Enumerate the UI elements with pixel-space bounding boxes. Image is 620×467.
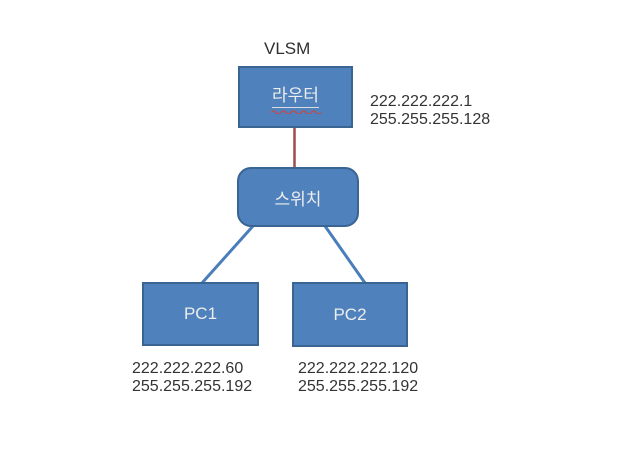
pc1-ip-annotation: 222.222.222.60 255.255.255.192 xyxy=(132,360,252,396)
switch-label: 스위치 xyxy=(274,189,322,209)
router-label: 라우터 xyxy=(272,81,319,108)
diagram-title: VLSM xyxy=(264,39,311,58)
router-ip-annotation: 222.222.222.1 255.255.255.128 xyxy=(370,93,490,129)
pc2-node[interactable]: PC2 xyxy=(292,282,408,347)
pc1-subnet-mask: 255.255.255.192 xyxy=(132,378,253,395)
spellcheck-squiggle-icon xyxy=(270,109,321,114)
router-ip-address: 222.222.222.1 xyxy=(370,93,473,110)
pc1-label: PC1 xyxy=(183,304,218,323)
switch-node[interactable]: 스위치 xyxy=(237,167,359,227)
connector-switch-pc1 xyxy=(200,224,255,285)
pc1-ip-address: 222.222.222.60 xyxy=(132,360,244,377)
pc2-ip-annotation: 222.222.222.120 255.255.255.192 xyxy=(298,360,418,396)
router-subnet-mask: 255.255.255.128 xyxy=(370,111,491,128)
pc2-ip-address: 222.222.222.120 xyxy=(298,360,419,377)
pc2-subnet-mask: 255.255.255.192 xyxy=(298,378,419,395)
pc1-node[interactable]: PC1 xyxy=(142,282,259,346)
pc2-label: PC2 xyxy=(333,304,367,324)
router-node[interactable]: 라우터 xyxy=(238,66,353,128)
connector-switch-pc2 xyxy=(323,225,367,284)
